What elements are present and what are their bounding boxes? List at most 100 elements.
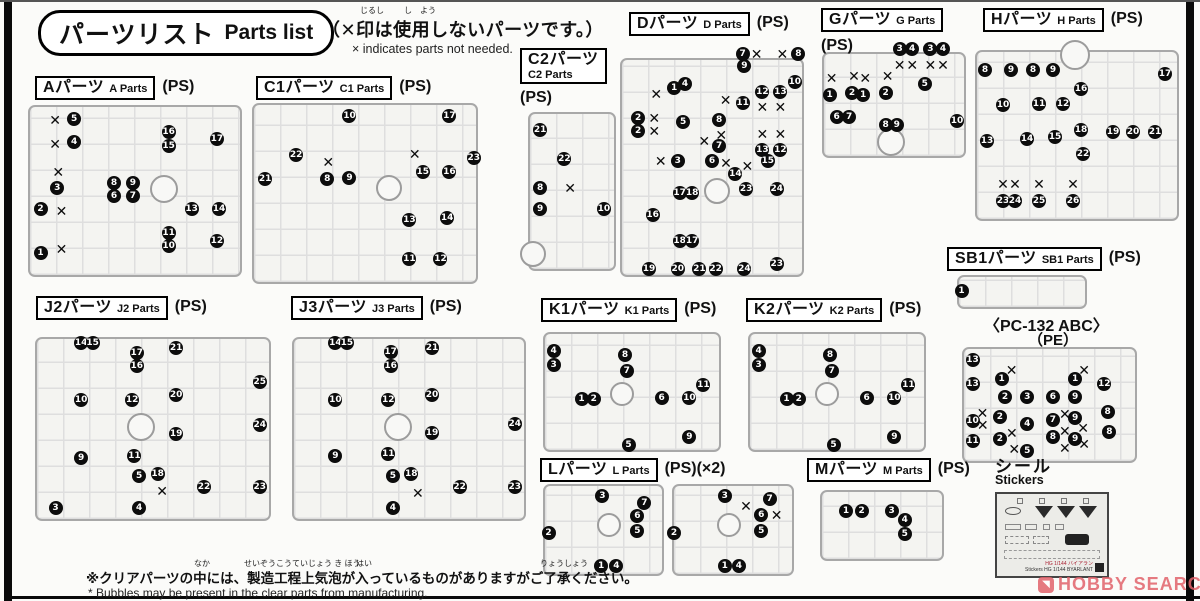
- part-number-badge: 23: [769, 257, 784, 272]
- part-number-badge: 3: [751, 358, 766, 373]
- part-number-badge: 10: [950, 114, 964, 129]
- parts-list-title-en: Parts list: [224, 21, 314, 44]
- part-number-badge: 1: [717, 559, 732, 574]
- sprue-ring: [609, 382, 634, 407]
- sticker-shape: [1065, 534, 1089, 545]
- part-number-badge: 7: [125, 189, 140, 204]
- part-number-badge: 7: [1045, 412, 1060, 427]
- section-label-jp: J2パーツ: [44, 299, 112, 316]
- part-number-badge: 8: [1102, 424, 1117, 439]
- part-number-badge: 7: [762, 492, 777, 507]
- part-number-badge: 4: [67, 135, 82, 150]
- part-number-badge: 22: [197, 479, 212, 494]
- x-mark-icon: ✕: [756, 99, 769, 116]
- sprue-ring: [597, 512, 622, 537]
- part-number-badge: 13: [773, 85, 788, 100]
- part-number-badge: 12: [773, 143, 788, 158]
- part-number-badge: 4: [751, 344, 766, 359]
- x-mark-icon: ✕: [848, 67, 860, 84]
- part-number-badge: 12: [1097, 376, 1112, 391]
- part-number-badge: 1: [33, 246, 48, 261]
- sticker-shape: [1017, 498, 1023, 504]
- part-number-badge: 3: [50, 180, 65, 195]
- part-number-badge: 9: [887, 430, 902, 445]
- part-number-badge: 9: [1068, 431, 1083, 446]
- part-number-badge: 15: [339, 335, 354, 350]
- x-mark-icon: ✕: [654, 153, 667, 170]
- part-number-badge: 15: [161, 138, 176, 153]
- sprue-ring: [383, 413, 412, 442]
- part-number-badge: 11: [735, 96, 750, 110]
- part-number-badge: 2: [33, 202, 48, 217]
- x-mark-icon: ✕: [55, 203, 68, 220]
- part-number-badge: 5: [754, 523, 769, 538]
- part-number-badge: 13: [184, 202, 199, 217]
- part-number-badge: 14: [1020, 131, 1034, 146]
- x-mark-icon: ✕: [906, 56, 919, 73]
- part-number-badge: 12: [381, 393, 396, 408]
- part-number-badge: 22: [452, 479, 467, 494]
- sprue-ring: [704, 178, 731, 205]
- section-material-label: (PS): [889, 300, 922, 317]
- part-number-badge: 4: [678, 76, 692, 91]
- part-number-badge: 1: [822, 87, 837, 102]
- footnote-furigana-ryoushou: りょうしょう: [540, 559, 588, 568]
- part-number-badge: 11: [127, 449, 142, 463]
- part-number-badge: 14: [440, 211, 455, 226]
- part-number-badge: 17: [129, 346, 144, 361]
- part-number-badge: 13: [980, 133, 994, 148]
- section-label-en: C1 Parts: [339, 83, 385, 95]
- sprue-SB1: 1: [954, 275, 1087, 309]
- x-mark-icon: ✕: [720, 155, 732, 172]
- x-mark-icon: ✕: [937, 56, 949, 73]
- part-number-badge: 6: [829, 110, 844, 125]
- sticker-shape: [1055, 524, 1064, 530]
- part-number-badge: 10: [596, 201, 611, 216]
- footnote-furigana-hai: はい: [356, 559, 372, 568]
- section-label-jp: C1パーツ: [264, 79, 335, 96]
- x-mark-icon: ✕: [1006, 424, 1018, 441]
- part-number-badge: 22: [557, 151, 572, 166]
- part-number-badge: 11: [965, 433, 980, 448]
- part-number-badge: 3: [670, 154, 685, 169]
- part-number-badge: 22: [1076, 146, 1090, 161]
- section-label-jp: Dパーツ: [637, 15, 699, 32]
- part-number-badge: 18: [150, 467, 165, 481]
- x-mark-icon: ✕: [924, 56, 937, 73]
- x-mark-icon: ✕: [564, 180, 576, 197]
- part-number-badge: 10: [682, 390, 697, 405]
- part-number-badge: 15: [85, 335, 100, 350]
- x-mark-icon: ✕: [52, 163, 65, 180]
- part-number-badge: 23: [252, 479, 267, 494]
- part-number-badge: 10: [965, 413, 980, 428]
- section-material-label: (PS)(×2): [664, 460, 726, 477]
- section-label-jp: Hパーツ: [991, 11, 1053, 28]
- part-number-badge: 3: [546, 358, 561, 373]
- x-mark-icon: ✕: [412, 485, 424, 502]
- part-number-badge: 9: [889, 118, 904, 133]
- part-number-badge: 11: [381, 447, 396, 462]
- part-number-badge: 7: [619, 364, 634, 379]
- part-number-badge: 17: [685, 233, 700, 248]
- section-label-en: A Parts: [109, 83, 148, 95]
- part-number-badge: 15: [760, 154, 775, 169]
- part-number-badge: 7: [824, 364, 839, 379]
- part-number-badge: 13: [965, 376, 980, 391]
- bandai-logo: [1095, 563, 1104, 572]
- section-label-box-C1: C1パーツ C1 Parts: [256, 76, 393, 101]
- sprue-ring: [376, 175, 403, 202]
- page-border-right: [1186, 0, 1194, 601]
